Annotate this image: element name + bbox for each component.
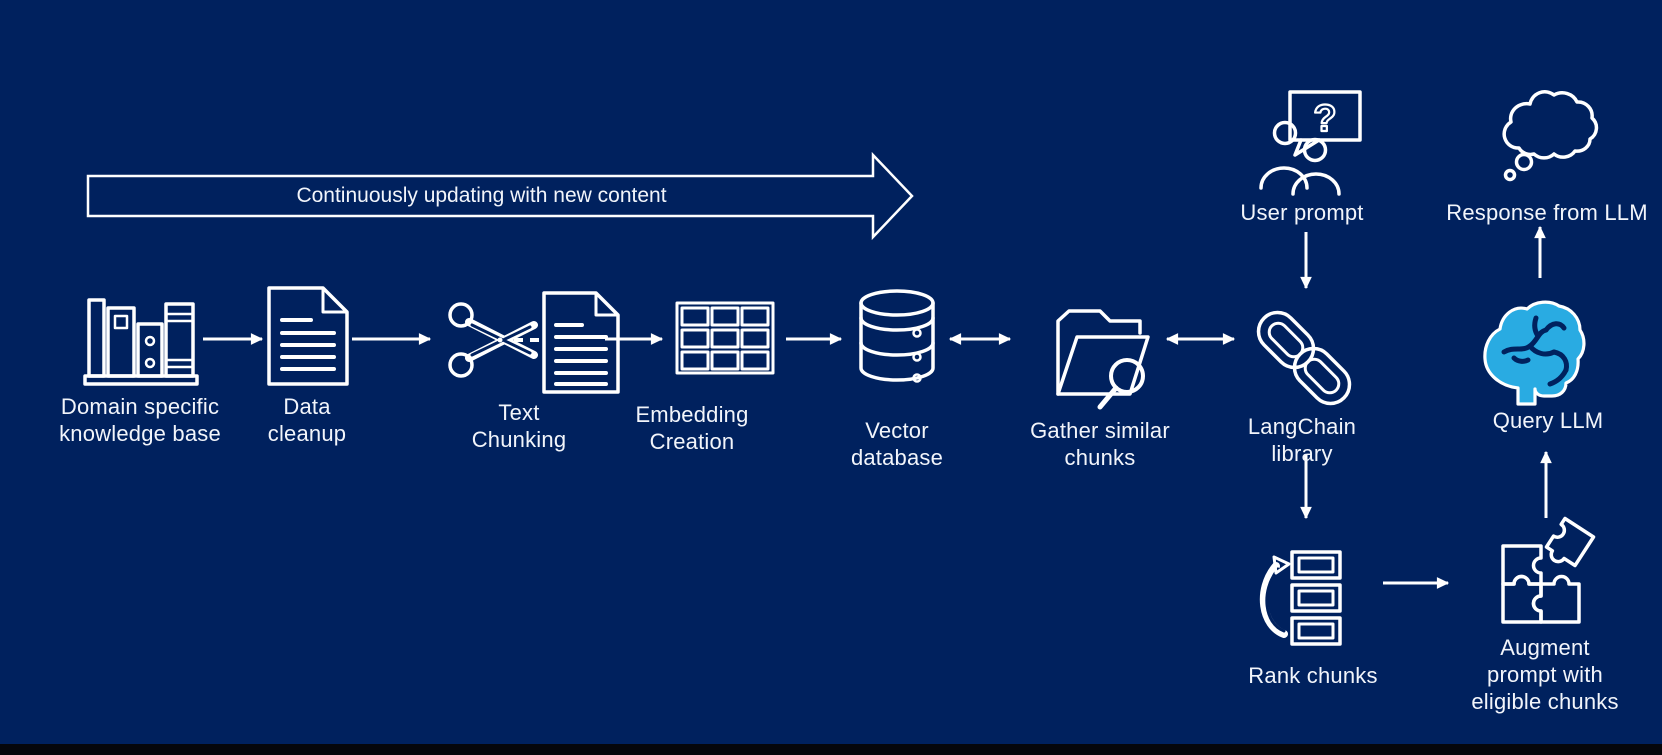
label-user-prompt: User prompt	[1240, 200, 1364, 225]
banner-label: Continuously updating with new content	[296, 184, 667, 207]
rank-arrowhead	[1272, 555, 1291, 575]
label-knowledge-base: Domain specific knowledge base	[59, 394, 221, 446]
brain-icon	[1483, 300, 1586, 406]
label-embedding-creation: Embedding Creation	[635, 402, 749, 454]
label-augment-prompt: Augment prompt with eligible chunks	[1471, 635, 1619, 714]
footer-bar	[0, 744, 1662, 755]
bookshelf-icon	[83, 298, 199, 386]
thought-cloud-icon	[1502, 90, 1599, 182]
question-mark-glyph: ?	[1313, 98, 1336, 140]
banner-arrow-shape	[86, 151, 914, 241]
speech-bubble	[1288, 90, 1362, 142]
document-icon	[267, 286, 349, 386]
label-text-chunking: Text Chunking	[471, 400, 567, 452]
label-response-llm: Response from LLM	[1446, 200, 1648, 225]
database-icon	[859, 289, 935, 383]
rank-list-icon	[1259, 550, 1342, 646]
scissors-document-icon	[448, 291, 620, 394]
label-gather-chunks: Gather similar chunks	[1030, 418, 1170, 470]
chain-links-icon	[1256, 310, 1352, 406]
label-langchain: LangChain library	[1247, 414, 1357, 466]
scissors	[448, 302, 538, 378]
label-query-llm: Query LLM	[1492, 408, 1604, 433]
magnifier-icon	[1097, 358, 1145, 410]
brain-vessels	[1501, 315, 1569, 387]
chunked-document	[542, 291, 620, 394]
rank-arrow-shaft	[1259, 562, 1288, 638]
grid-icon	[675, 301, 775, 375]
puzzle-icon	[1501, 516, 1596, 624]
label-data-cleanup: Data cleanup	[267, 394, 347, 446]
folder-search-icon	[1056, 309, 1150, 410]
user-question-icon: ?	[1259, 90, 1362, 196]
label-vector-database: Vector database	[850, 418, 944, 470]
label-rank-chunks: Rank chunks	[1248, 663, 1378, 688]
